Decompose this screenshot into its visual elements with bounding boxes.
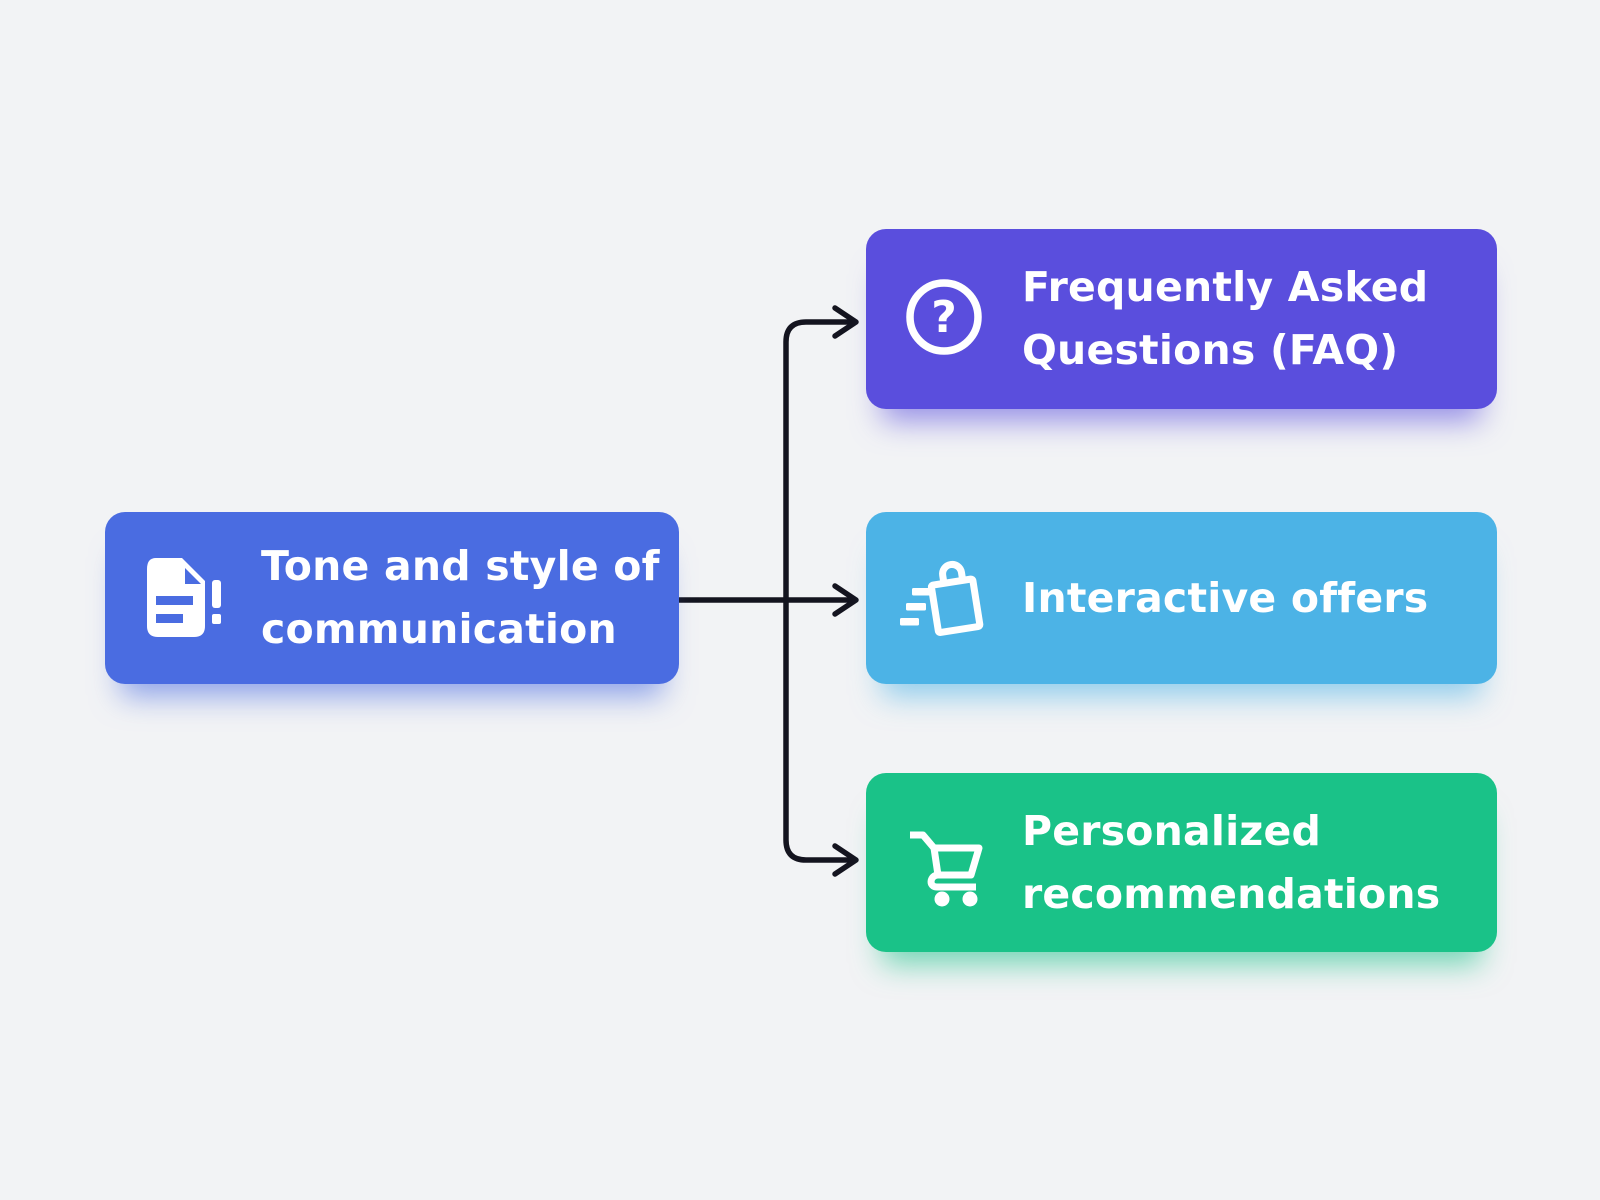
node-label: Personalized recommendations [1022,800,1440,926]
shopping-cart-icon [900,819,988,907]
node-label-line: communication [261,605,617,653]
node-personalized-recommendations: Personalized recommendations [866,773,1497,952]
question-circle-icon: ? [900,275,988,363]
connector-top [783,319,854,601]
node-label-line: recommendations [1022,869,1441,918]
connector-bottom [783,599,854,863]
node-label-line: Interactive offers [1022,573,1429,622]
document-alert-icon [139,554,227,642]
node-label: Interactive offers [1022,567,1428,630]
node-label: Frequently Asked Questions (FAQ) [1022,256,1428,382]
node-label-line: Questions (FAQ) [1022,326,1399,374]
node-label-line: Frequently Asked [1022,263,1429,311]
node-label: Tone and style of communication [261,535,660,661]
arrowhead-middle-icon [832,583,859,617]
node-label-line: Personalized [1022,806,1322,855]
svg-text:?: ? [931,292,957,343]
node-interactive-offers: Interactive offers [866,512,1497,684]
shopping-bag-icon [900,554,988,642]
arrowhead-top-icon [832,305,859,339]
node-tone-and-style: Tone and style of communication [105,512,679,684]
node-faq: ? Frequently Asked Questions (FAQ) [866,229,1497,409]
arrowhead-bottom-icon [832,843,859,877]
node-label-line: Tone and style of [261,542,660,590]
